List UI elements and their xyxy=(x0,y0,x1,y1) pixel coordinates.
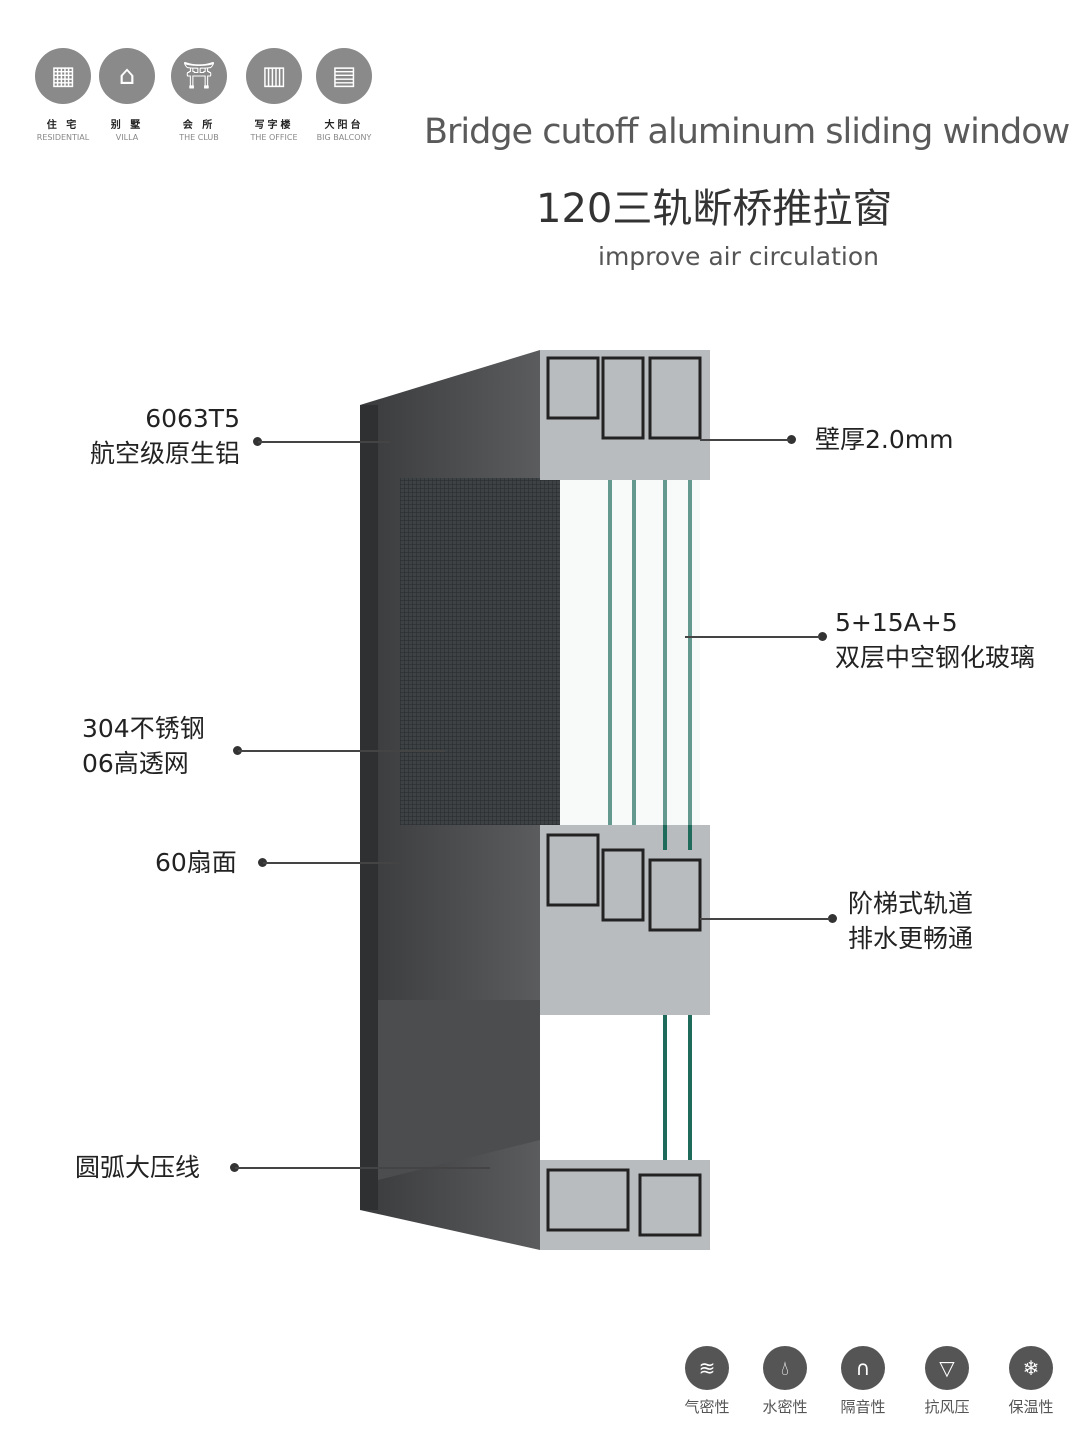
callout-line xyxy=(235,1167,490,1169)
feature-airtight: ≋气密性 xyxy=(672,1346,742,1417)
callout-line xyxy=(685,636,820,638)
callout-line xyxy=(238,750,445,752)
apartment-icon: ▦ xyxy=(35,48,91,104)
callout-dot xyxy=(818,632,827,641)
title-chinese: 120三轨断桥推拉窗 xyxy=(536,186,893,232)
callout-dot xyxy=(253,437,262,446)
headphones-icon: ∩ xyxy=(841,1346,885,1390)
callout-line xyxy=(700,918,830,920)
villa-icon: ⌂ xyxy=(99,48,155,104)
callout-dot xyxy=(233,746,242,755)
callout-dot xyxy=(828,914,837,923)
feature-wind-pressure: ▽抗风压 xyxy=(912,1346,982,1417)
callout-track: 阶梯式轨道排水更畅通 xyxy=(848,889,974,953)
feature-insulation: ❄保温性 xyxy=(996,1346,1066,1417)
callout-bead: 圆弧大压线 xyxy=(75,1153,201,1182)
callout-sash: 60扇面 xyxy=(155,848,237,877)
callout-dot xyxy=(787,435,796,444)
subtitle: improve air circulation xyxy=(598,242,879,271)
callout-wall-thickness: 壁厚2.0mm xyxy=(815,425,954,454)
balcony-icon: ▤ xyxy=(316,48,372,104)
feature-watertight: 💧︎水密性 xyxy=(750,1346,820,1417)
wind-icon: ≋ xyxy=(685,1346,729,1390)
tornado-icon: ▽ xyxy=(925,1346,969,1390)
callout-dot xyxy=(230,1163,239,1172)
title-english: Bridge cutoff aluminum sliding window xyxy=(424,112,1070,152)
callout-line xyxy=(258,441,390,443)
feature-soundproof: ∩隔音性 xyxy=(828,1346,898,1417)
water-drop-icon: 💧︎ xyxy=(763,1346,807,1390)
office-icon: ▥ xyxy=(246,48,302,104)
callout-line xyxy=(263,862,400,864)
callout-line xyxy=(700,439,790,441)
thermometer-icon: ❄ xyxy=(1009,1346,1053,1390)
club-icon: ⛩ xyxy=(171,48,227,104)
callout-dot xyxy=(258,858,267,867)
